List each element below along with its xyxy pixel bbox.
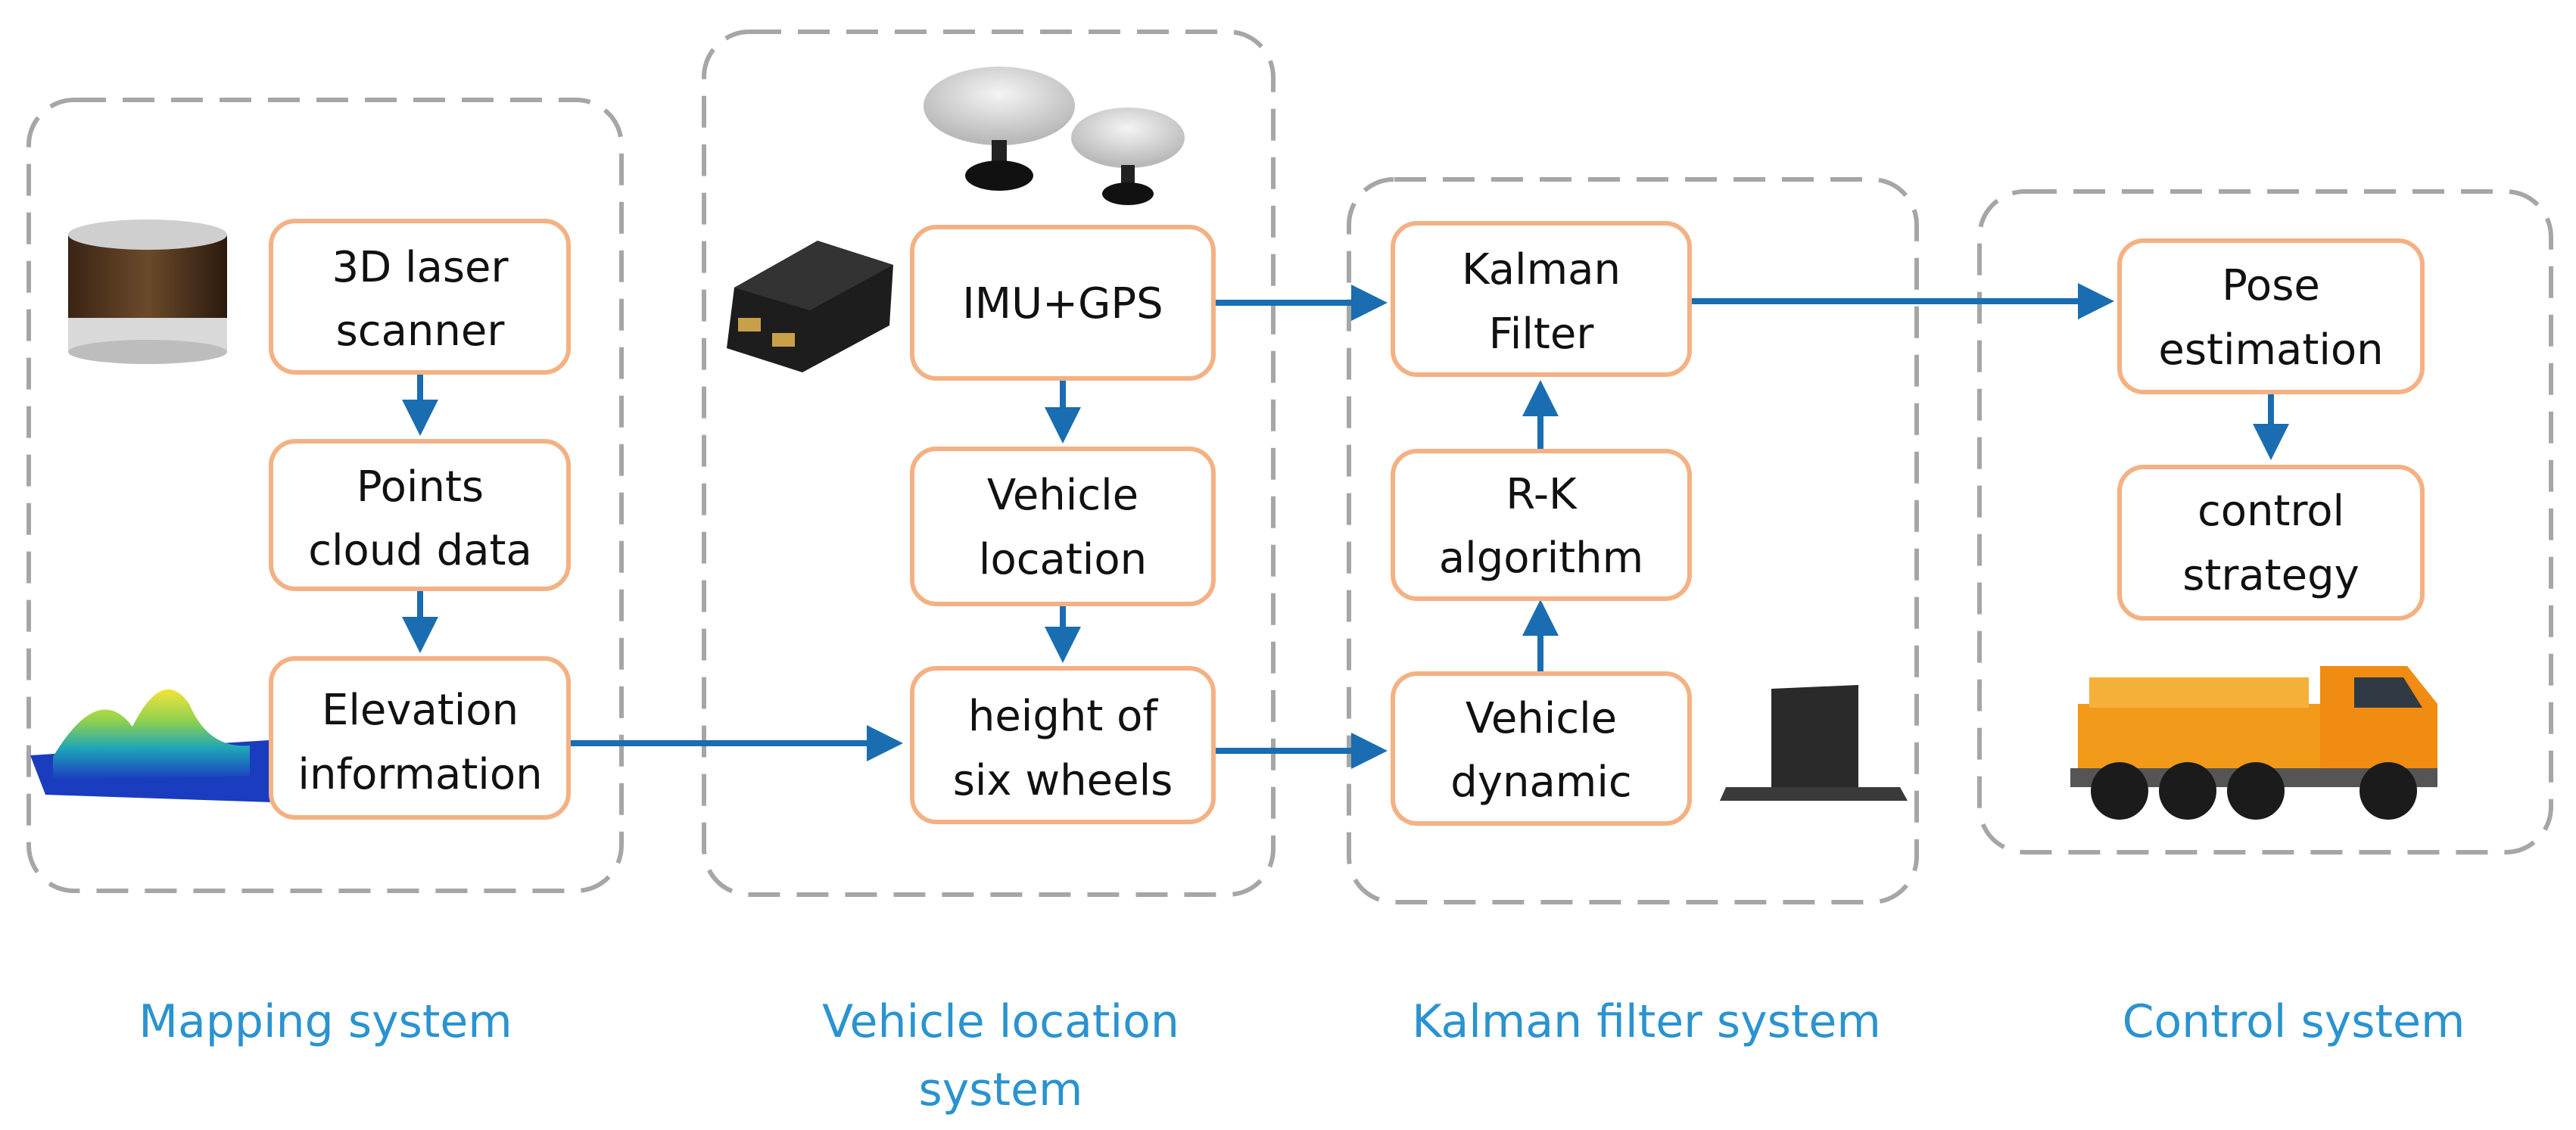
node-vehicle-dynamic-line2: dynamic	[1450, 758, 1631, 807]
node-points-cloud-line1: Points	[357, 462, 484, 512]
node-laser-scanner-line1: 3D laser	[332, 243, 509, 292]
imu-device-image	[727, 241, 893, 372]
node-vehicle-dynamic-line1: Vehicle	[1466, 694, 1617, 743]
node-control-strategy-line1: control	[2198, 487, 2344, 536]
vehicle-location-system-label-line2: system	[919, 1063, 1083, 1116]
node-rk-algorithm: R-K algorithm	[1391, 449, 1692, 601]
vehicle-location-system-group	[702, 30, 1276, 897]
mapping-system-group	[26, 98, 624, 893]
node-height-wheels-line1: height of	[968, 692, 1159, 741]
node-control-strategy: control strategy	[2117, 465, 2425, 621]
node-pose-estimation-line1: Pose	[2222, 261, 2320, 310]
node-elevation-line2: information	[297, 750, 542, 799]
kalman-filter-system-label: Kalman filter system	[1412, 995, 1881, 1048]
laptop-image	[1720, 685, 1908, 801]
node-imu-gps-line1: IMU+GPS	[962, 279, 1163, 328]
control-system-group	[1977, 189, 2553, 855]
node-vehicle-dynamic: Vehicle dynamic	[1391, 671, 1692, 826]
node-vehicle-location: Vehicle location	[910, 447, 1216, 606]
mapping-system-label: Mapping system	[139, 995, 512, 1048]
control-system-label: Control system	[2123, 995, 2465, 1048]
lidar-scanner-image	[68, 219, 227, 364]
gps-antennas-image	[924, 67, 1185, 205]
crane-truck-image	[2070, 666, 2437, 820]
node-rk-algorithm-line1: R-K	[1506, 470, 1578, 519]
node-laser-scanner: 3D laser scanner	[269, 219, 571, 375]
node-control-strategy-line2: strategy	[2182, 551, 2360, 600]
node-vehicle-location-line2: location	[979, 535, 1147, 584]
node-kalman-filter-line2: Filter	[1489, 310, 1595, 359]
vehicle-location-system-label-line1: Vehicle location	[822, 995, 1179, 1048]
node-laser-scanner-line2: scanner	[336, 307, 506, 356]
node-rk-algorithm-line2: algorithm	[1439, 534, 1643, 583]
node-elevation: Elevation information	[269, 656, 571, 820]
node-vehicle-location-line1: Vehicle	[987, 471, 1138, 520]
node-height-wheels: height of six wheels	[910, 666, 1216, 824]
node-pose-estimation: Pose estimation	[2117, 238, 2425, 394]
node-elevation-line1: Elevation	[322, 686, 519, 735]
node-pose-estimation-line2: estimation	[2158, 325, 2383, 375]
node-kalman-filter: Kalman Filter	[1391, 221, 1692, 377]
node-points-cloud: Points cloud data	[269, 439, 571, 591]
node-kalman-filter-line1: Kalman	[1462, 245, 1621, 294]
elevation-map-image	[30, 689, 273, 802]
node-height-wheels-line2: six wheels	[953, 756, 1173, 805]
node-imu-gps: IMU+GPS	[910, 225, 1216, 381]
node-points-cloud-line2: cloud data	[308, 526, 532, 575]
